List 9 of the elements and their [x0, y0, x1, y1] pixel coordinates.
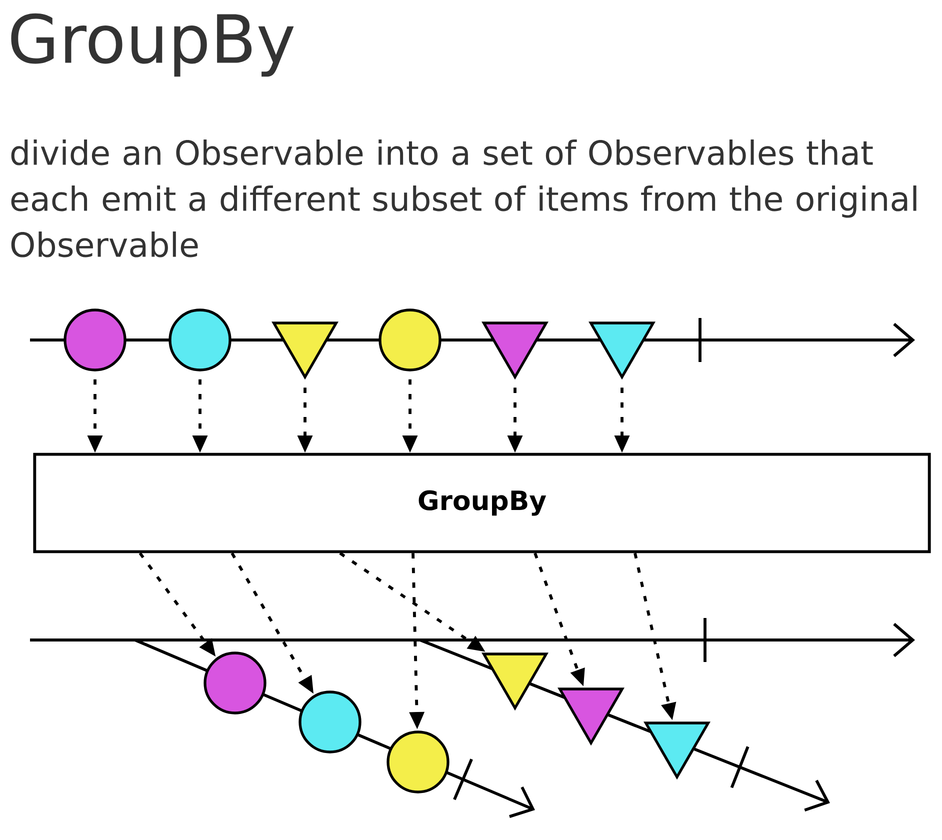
marble [64, 308, 126, 372]
operator-box: GroupBy [33, 452, 931, 554]
title: GroupBy [11, 13, 294, 77]
marble [386, 730, 450, 794]
marble [378, 308, 442, 372]
description: divide an Observable into a set of Observables that each emit a different subset of items from the original Observable [11, 139, 916, 258]
marble [204, 652, 266, 714]
marble [298, 690, 362, 754]
marble [168, 308, 232, 372]
